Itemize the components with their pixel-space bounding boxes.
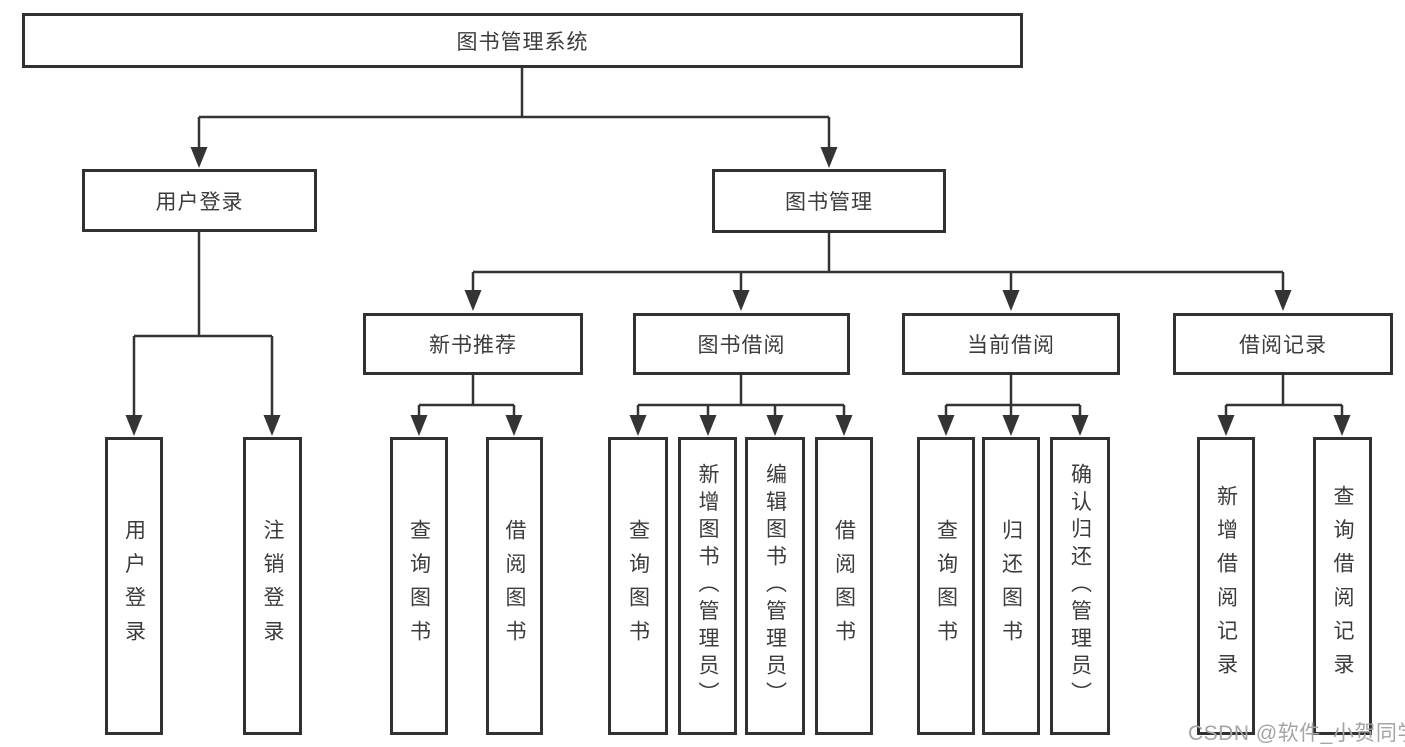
arrowhead-icon: [1071, 415, 1089, 436]
arrowhead-icon: [766, 415, 784, 436]
leaf-query-books-current: 查询图书: [917, 437, 975, 735]
arrowhead-icon: [629, 415, 647, 436]
leaf-query-books-recommend: 查询图书: [390, 437, 448, 735]
leaf-label: 编辑图书（管理员）: [763, 463, 787, 709]
arrowhead-icon: [820, 147, 838, 168]
arrowhead-icon: [464, 290, 482, 311]
leaf-label: 新增图书（管理员）: [696, 463, 719, 709]
leaf-label: 查询借阅记录: [1331, 485, 1354, 687]
arrowhead-icon: [1333, 415, 1351, 436]
leaf-add-borrow-record: 新增借阅记录: [1197, 437, 1255, 735]
node-book-borrow: 图书借阅: [633, 313, 850, 375]
leaf-label: 注销登录: [261, 518, 284, 654]
leaf-label: 查询图书: [407, 518, 431, 654]
arrowhead-icon: [1002, 290, 1020, 311]
node-borrow-records: 借阅记录: [1173, 313, 1393, 375]
leaf-label: 新增借阅记录: [1214, 485, 1238, 687]
arrowhead-icon: [699, 415, 717, 436]
leaf-query-books-borrow: 查询图书: [608, 437, 668, 735]
leaf-label: 借阅图书: [832, 518, 856, 654]
leaf-label: 用户登录: [122, 518, 146, 654]
csdn-watermark: CSDN @软件_小贺同学: [1188, 722, 1405, 745]
arrowhead-icon: [1274, 290, 1292, 311]
arrowhead-icon: [263, 415, 281, 436]
leaf-label: 查询图书: [934, 518, 958, 654]
leaf-add-book-admin: 新增图书（管理员）: [678, 437, 737, 735]
arrowhead-icon: [835, 415, 853, 436]
arrowhead-icon: [410, 415, 428, 436]
leaf-borrow-books-recommend: 借阅图书: [486, 437, 543, 735]
arrowhead-icon: [732, 290, 750, 311]
leaf-return-books: 归还图书: [982, 437, 1040, 735]
leaf-query-borrow-record: 查询借阅记录: [1313, 437, 1372, 735]
arrowhead-icon: [125, 415, 143, 436]
arrowhead-icon: [1217, 415, 1235, 436]
leaf-logout: 注销登录: [243, 437, 302, 735]
node-root: 图书管理系统: [22, 13, 1023, 68]
leaf-label: 查询图书: [626, 518, 650, 654]
node-new-book-recommend: 新书推荐: [363, 313, 583, 375]
arrowhead-icon: [937, 415, 955, 436]
leaf-label: 借阅图书: [503, 518, 526, 654]
leaf-edit-book-admin: 编辑图书（管理员）: [745, 437, 805, 735]
leaf-borrow-books: 借阅图书: [815, 437, 873, 735]
arrowhead-icon: [1002, 415, 1020, 436]
leaf-label: 归还图书: [999, 518, 1023, 654]
leaf-user-login: 用户登录: [105, 437, 163, 735]
leaf-label: 确认归还（管理员）: [1068, 463, 1092, 709]
node-current-borrow: 当前借阅: [902, 313, 1120, 375]
node-user-login: 用户登录: [82, 169, 317, 232]
arrowhead-icon: [505, 415, 523, 436]
arrowhead-icon: [190, 147, 208, 168]
leaf-confirm-return-admin: 确认归还（管理员）: [1050, 437, 1110, 735]
node-book-management: 图书管理: [712, 169, 946, 233]
